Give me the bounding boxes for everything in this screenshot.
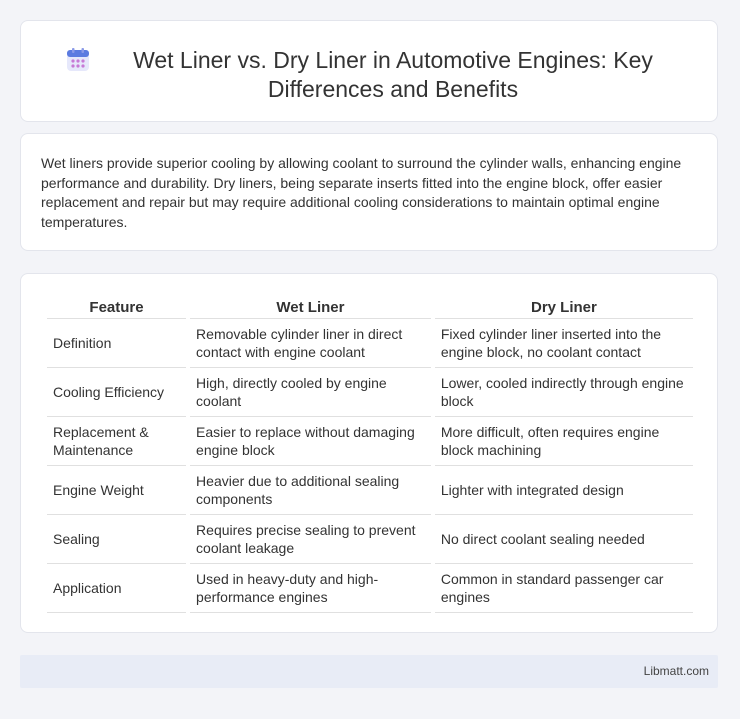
page-title: Wet Liner vs. Dry Liner in Automotive En… [133,47,653,102]
table-row: Replacement & Maintenance Easier to repl… [47,417,693,466]
table-row: Definition Removable cylinder liner in d… [47,319,693,368]
table-row: Cooling Efficiency High, directly cooled… [47,368,693,417]
wet-liner-cell: Requires precise sealing to prevent cool… [190,515,431,564]
title-card: Wet Liner vs. Dry Liner in Automotive En… [20,20,718,122]
comparison-table: Feature Wet Liner Dry Liner Definition R… [43,296,697,613]
title-row: Wet Liner vs. Dry Liner in Automotive En… [21,21,717,104]
table-row: Application Used in heavy-duty and high-… [47,564,693,613]
dry-liner-cell: Lighter with integrated design [434,466,693,515]
feature-cell: Replacement & Maintenance [47,417,187,466]
feature-cell: Definition [47,319,187,368]
wet-liner-cell: Heavier due to additional sealing compon… [190,466,431,515]
dry-liner-cell: More difficult, often requires engine bl… [434,417,693,466]
header-feature: Feature [47,296,187,319]
intro-card: Wet liners provide superior cooling by a… [20,133,718,251]
feature-cell: Cooling Efficiency [47,368,187,417]
feature-cell: Application [47,564,187,613]
wet-liner-cell: High, directly cooled by engine coolant [190,368,431,417]
feature-cell: Engine Weight [47,466,187,515]
dry-liner-cell: No direct coolant sealing needed [434,515,693,564]
footer-brand-link[interactable]: Libmatt.com [643,664,709,678]
footer-bar: Libmatt.com [20,655,718,688]
dry-liner-cell: Fixed cylinder liner inserted into the e… [434,319,693,368]
dry-liner-cell: Lower, cooled indirectly through engine … [434,368,693,417]
calendar-icon [67,48,89,71]
table-header-row: Feature Wet Liner Dry Liner [47,296,693,319]
dry-liner-cell: Common in standard passenger car engines [434,564,693,613]
wet-liner-cell: Removable cylinder liner in direct conta… [190,319,431,368]
wet-liner-cell: Easier to replace without damaging engin… [190,417,431,466]
comparison-card: Feature Wet Liner Dry Liner Definition R… [20,273,718,633]
table-row: Sealing Requires precise sealing to prev… [47,515,693,564]
wet-liner-cell: Used in heavy-duty and high-performance … [190,564,431,613]
header-dry-liner: Dry Liner [434,296,693,319]
feature-cell: Sealing [47,515,187,564]
header-wet-liner: Wet Liner [190,296,431,319]
intro-paragraph: Wet liners provide superior cooling by a… [41,155,682,230]
table-row: Engine Weight Heavier due to additional … [47,466,693,515]
